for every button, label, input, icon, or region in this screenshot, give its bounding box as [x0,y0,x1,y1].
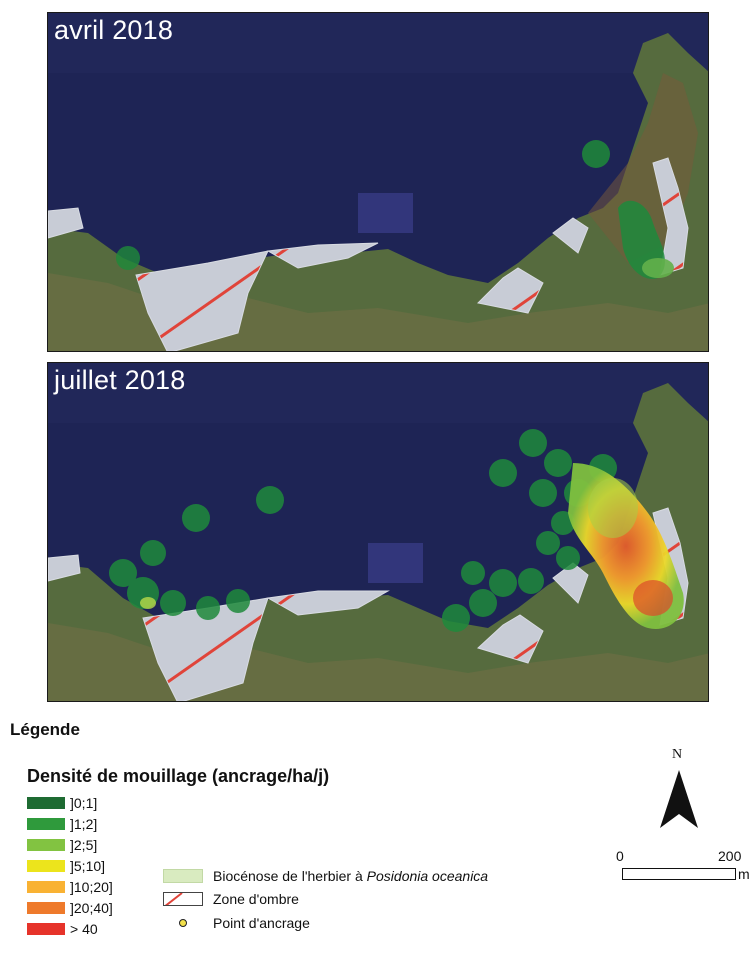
shadow-zone [652,157,689,276]
density-class-row: ]0;1] [27,795,97,811]
density-cluster [109,429,617,632]
scale-zero: 0 [616,848,624,864]
anchor-swatch [163,916,203,930]
density-class-label: ]20;40] [70,900,113,916]
density-swatch [27,839,65,851]
posidonia-label: Biocénose de l'herbier à [213,868,367,884]
map-panel-april: avril 2018 [47,12,709,352]
shadow-zone [135,250,269,351]
posidonia-species: Posidonia oceanica [366,868,489,884]
legend-title: Légende [10,720,80,739]
scale-unit: m [738,866,749,882]
panel-label-july: juillet 2018 [54,365,186,395]
north-arrow-icon [660,770,698,828]
shadow-zone [476,267,544,314]
density-class-row: ]1;2] [27,816,97,832]
scale-max: 200 [718,848,742,864]
north-label: N [672,747,683,762]
density-swatch [27,818,65,830]
density-class-label: ]0;1] [70,795,98,811]
shadow-zone [552,217,589,254]
anchor-label: Point d'ancrage [213,915,310,931]
panel-label-april: avril 2018 [54,15,174,45]
density-swatch [27,860,65,872]
map-april-svg [48,13,708,351]
density-spot [582,140,610,168]
map-panel-july: juillet 2018 [47,362,709,702]
density-spot [116,246,140,270]
shadow-zone [48,207,84,239]
density-class-label: ]2;5] [70,837,98,853]
density-class-label: ]1;2] [70,816,98,832]
shadow-zone [48,554,81,582]
density-class-row: > 40 [27,921,98,937]
posidonia-swatch [163,869,203,883]
density-swatch [27,902,65,914]
density-class-row: ]20;40] [27,900,113,916]
scale-bar [622,868,736,880]
shadow-zone [266,242,379,269]
shadow-zone [266,590,390,616]
legend-anchor: Point d'ancrage [163,913,310,933]
density-class-row: ]10;20] [27,879,113,895]
density-class-row: ]2;5] [27,837,97,853]
legend-shadow: Zone d'ombre [163,889,299,909]
hatch-icon [164,893,183,905]
density-class-row: ]5;10] [27,858,105,874]
density-swatch [27,797,65,809]
map-july-svg [48,363,708,701]
density-spot [642,258,674,278]
shadow-label: Zone d'ombre [213,891,299,907]
density-swatch [27,923,65,935]
density-class-label: ]5;10] [70,858,106,874]
density-swatch [27,881,65,893]
shadow-swatch [163,892,203,906]
shadow-zone [477,614,544,664]
density-class-label: > 40 [70,921,98,937]
anchor-point-icon [179,919,187,927]
density-legend-title: Densité de mouillage (ancrage/ha/j) [27,766,330,786]
legend-posidonia: Biocénose de l'herbier à Posidonia ocean… [163,866,488,886]
density-class-label: ]10;20] [70,879,113,895]
